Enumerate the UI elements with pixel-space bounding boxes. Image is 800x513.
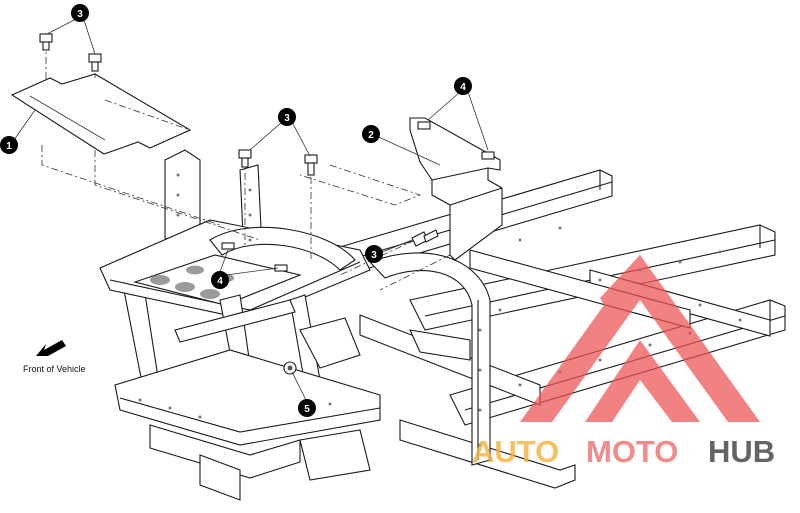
svg-text:4: 4	[460, 82, 466, 93]
bolt-icon	[238, 149, 252, 168]
bolt-icon	[39, 33, 53, 51]
part-5-nut	[283, 361, 297, 375]
direction-arrow-icon	[36, 340, 66, 356]
watermark-text: AUTO MOTO HUB	[472, 434, 775, 469]
callout-1: 1	[0, 136, 18, 154]
callout-4-frame: 4	[211, 271, 229, 289]
callouts: 3 1 3 2 4 3 4 5	[0, 4, 472, 417]
bolt-icon	[304, 154, 318, 176]
svg-text:2: 2	[368, 130, 374, 141]
watermark-moto: MOTO	[586, 434, 678, 469]
clip-upper	[417, 121, 431, 130]
svg-text:5: 5	[304, 404, 310, 415]
svg-text:1: 1	[6, 141, 12, 152]
svg-text:3: 3	[371, 250, 377, 261]
clip-frame-right	[274, 264, 288, 272]
part-1-plate	[10, 73, 192, 155]
svg-text:3: 3	[284, 113, 290, 124]
bolt-icon	[411, 229, 439, 247]
bolts	[39, 33, 439, 247]
svg-text:3: 3	[77, 9, 83, 20]
bolt-icon	[88, 53, 102, 72]
part-2-shield	[409, 117, 503, 261]
front-frame-assembly	[99, 149, 491, 501]
callout-4-top: 4	[454, 77, 472, 95]
callout-5: 5	[298, 399, 316, 417]
callout-2: 2	[362, 125, 380, 143]
front-of-vehicle-label: Front of Vehicle	[23, 364, 86, 374]
watermark-auto: AUTO	[472, 434, 559, 469]
watermark-logo	[520, 255, 760, 422]
svg-text:4: 4	[217, 276, 223, 287]
clip-lower	[481, 151, 495, 160]
callout-3-right: 3	[365, 245, 383, 263]
frame-clips	[221, 242, 288, 272]
callout-3-middle: 3	[278, 108, 296, 126]
leader-lines	[13, 17, 489, 401]
watermark-hub: HUB	[708, 434, 775, 469]
logo-triangle-icon	[520, 255, 760, 422]
front-of-vehicle-indicator: Front of Vehicle	[23, 340, 86, 374]
callout-3-top: 3	[71, 4, 89, 22]
clip-frame-left	[221, 242, 235, 250]
